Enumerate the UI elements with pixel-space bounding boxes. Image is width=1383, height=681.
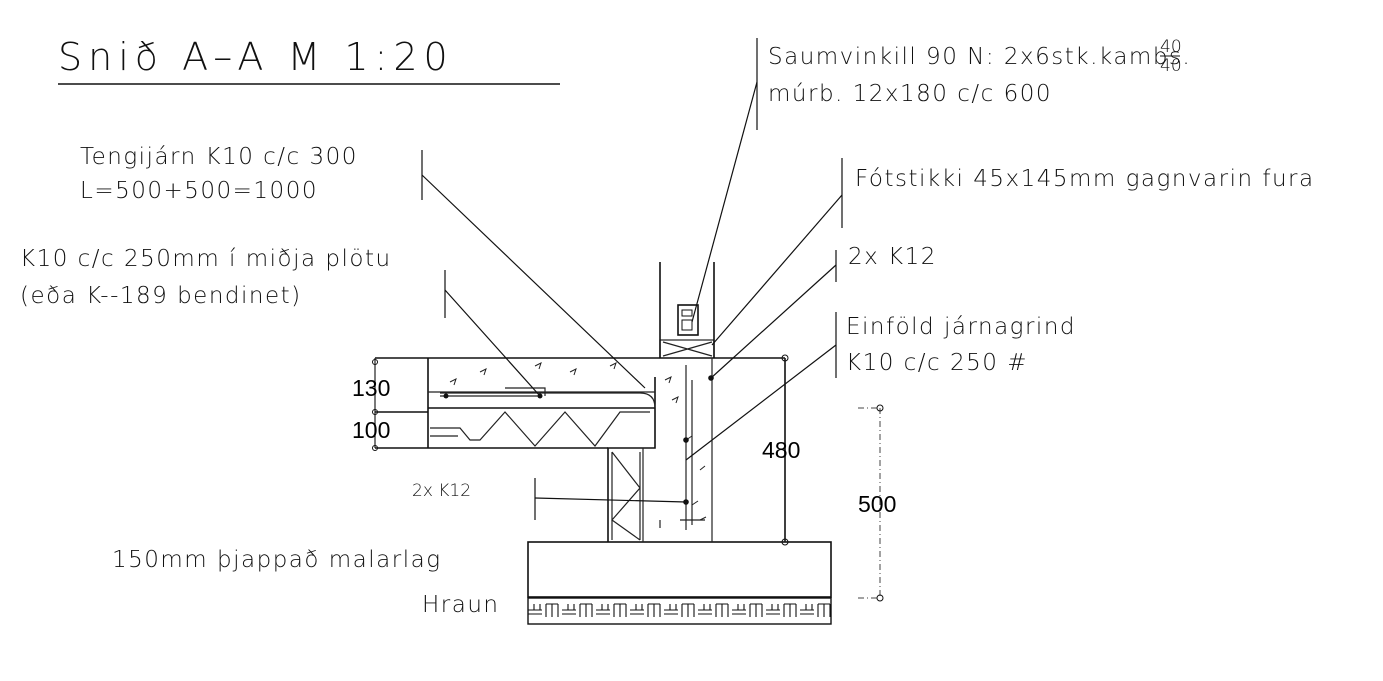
label-k10-2: (eða K--189 bendinet) xyxy=(20,283,302,309)
lava-layer xyxy=(527,597,832,625)
floor-slab xyxy=(375,357,660,449)
footing-insulation xyxy=(611,451,641,541)
foundation-wall xyxy=(607,357,786,542)
label-saumvinkill-frac-den: 40 xyxy=(1160,56,1182,76)
dim-wall xyxy=(781,354,789,546)
label-hraun: Hraun xyxy=(422,592,500,618)
label-fotstikki: Fótstikki 45x145mm gagnvarin fura xyxy=(855,166,1315,192)
dim-slab xyxy=(372,358,378,451)
insulation-zigzag xyxy=(430,411,650,447)
label-malarlag: 150mm þjappað malarlag xyxy=(112,547,442,573)
rebar-dot-1 xyxy=(443,393,449,399)
label-2xk12-bottom: 2x K12 xyxy=(412,481,471,501)
leader-2xk12-bottom xyxy=(534,497,687,503)
dim-480: 480 xyxy=(762,437,800,463)
leader-k10 xyxy=(444,289,541,397)
label-tengijarn-2: L=500+500=1000 xyxy=(80,178,318,204)
label-k10-1: K10 c/c 250mm í miðja plötu xyxy=(20,246,392,272)
leader-einfold xyxy=(685,344,837,461)
leader-fotstikki xyxy=(711,194,843,346)
dim-total xyxy=(858,404,884,602)
label-einfold-2: K10 c/c 250 # xyxy=(846,350,1028,376)
sill-cross xyxy=(662,341,713,357)
leader-tengijarn xyxy=(421,174,646,389)
label-tengijarn-1: Tengijárn K10 c/c 300 xyxy=(80,144,358,170)
wall-rebar xyxy=(659,365,705,530)
dim-130: 130 xyxy=(352,375,390,401)
angle-bracket-icon xyxy=(677,304,699,336)
gravel-layer xyxy=(527,541,832,598)
leader-2xk12-top xyxy=(710,264,837,379)
label-2xk12-top: 2x K12 xyxy=(848,244,937,270)
wall-rebar-dot-1 xyxy=(683,437,689,443)
slab-rebar xyxy=(440,387,656,409)
label-saumvinkill-2: múrb. 12x180 c/c 600 xyxy=(768,81,1052,107)
label-einfold-1: Einföld járnagrind xyxy=(846,314,1076,340)
dim-100: 100 xyxy=(352,417,390,443)
drawing-title: Snið A–A M 1:20 xyxy=(58,35,454,79)
dim-500: 500 xyxy=(858,491,896,517)
leader-saumvinkill xyxy=(691,81,758,323)
label-saumvinkill-frac-num: 40 xyxy=(1160,37,1182,57)
label-saumvinkill-1: Saumvinkill 90 N: 2x6stk.kambs. xyxy=(768,44,1191,70)
aggregate-marks xyxy=(449,362,707,521)
